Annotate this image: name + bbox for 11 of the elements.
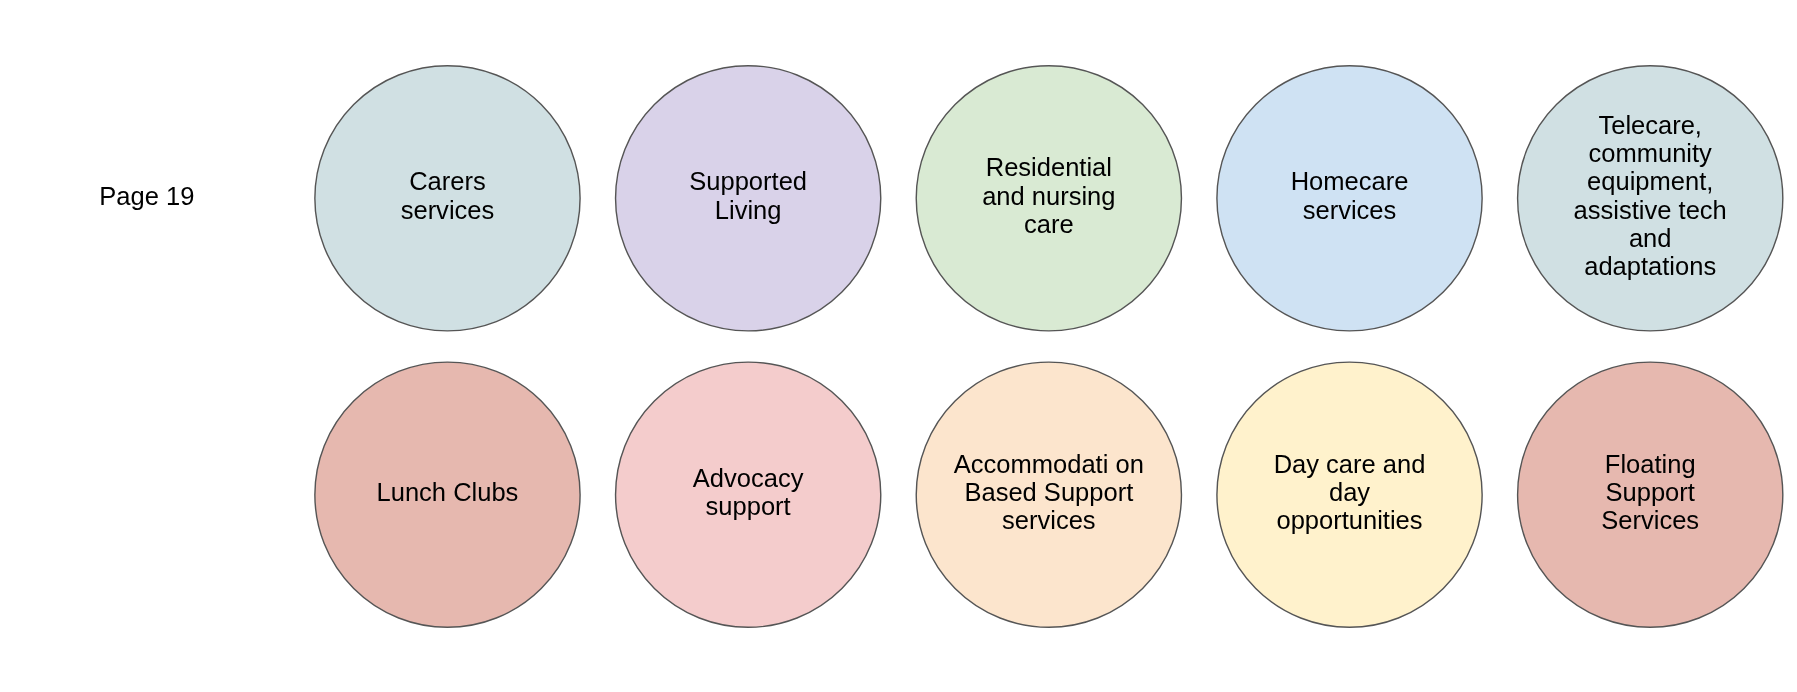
- node-circle: Day care and day opportunities: [1216, 360, 1483, 628]
- node-circle: Carers services: [314, 64, 581, 332]
- node-circle: Residential and nursing care: [915, 64, 1183, 332]
- node-circle: Advocacy support: [614, 360, 882, 628]
- node-circle: Supported Living: [614, 64, 882, 332]
- node-circle: Lunch Clubs: [314, 360, 581, 628]
- node-circle: Accommodati on Based Support services: [915, 360, 1183, 628]
- node-circle: Homecare services: [1216, 64, 1483, 332]
- node-circle: Floating Support Services: [1516, 360, 1784, 628]
- node-circle: Telecare, community equipment, assistive tech and adaptations: [1516, 64, 1784, 332]
- label: Page 19: [99, 181, 195, 210]
